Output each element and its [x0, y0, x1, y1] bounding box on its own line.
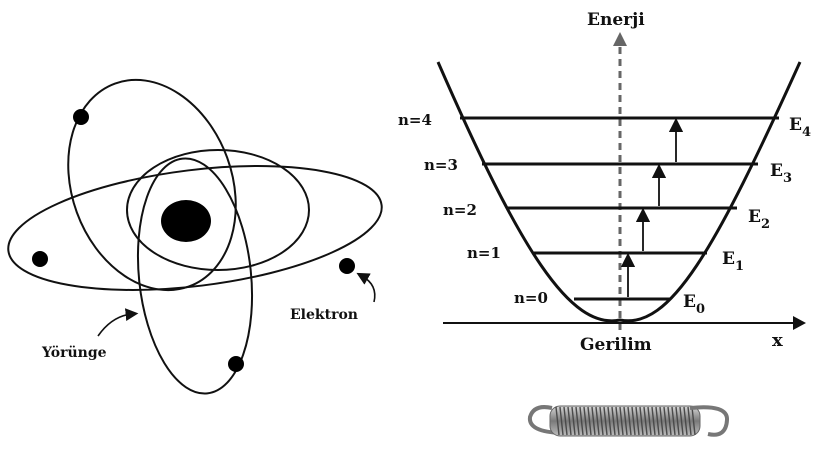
electron-icon: [32, 251, 48, 267]
level-n-label: n=0: [514, 289, 548, 307]
energy-axis-label: Enerji: [587, 10, 645, 30]
orbit-horizontal: [7, 165, 383, 291]
level-n-label: n=1: [467, 244, 501, 262]
electron-icon: [228, 356, 244, 372]
x-axis-arrowhead: [793, 316, 806, 330]
orbit-upper-left: [67, 78, 237, 292]
electron-icon: [73, 109, 89, 125]
level-e-label: E4: [789, 115, 811, 140]
origin-label: Gerilim: [580, 335, 652, 355]
level-n-label: n=2: [443, 201, 477, 219]
atom-diagram: Yörünge Elektron: [7, 78, 383, 395]
orbit-lower: [136, 157, 254, 395]
level-e-label: E3: [770, 161, 792, 186]
energy-axis-arrowhead: [613, 32, 627, 46]
level-n-label: n=4: [398, 111, 432, 129]
orbit-label: Yörünge: [41, 345, 107, 361]
level-e-label: E1: [722, 249, 744, 274]
level-e-label: E0: [683, 292, 705, 317]
spring-icon: [527, 405, 729, 437]
level-e-label: E2: [748, 207, 770, 232]
nucleus-icon: [161, 200, 211, 242]
level-n-label: n=3: [424, 156, 458, 174]
orbit-pointer-arrow: [97, 308, 139, 337]
electron-icon: [339, 258, 355, 274]
orbit-center: [126, 149, 310, 271]
electron-pointer-arrow: [356, 272, 376, 303]
energy-diagram: Enerji x Gerilim n=0 n=1 n=2 n=3 n=4 E0 …: [398, 10, 811, 355]
x-axis-label: x: [772, 330, 783, 351]
electron-label: Elektron: [290, 307, 358, 323]
